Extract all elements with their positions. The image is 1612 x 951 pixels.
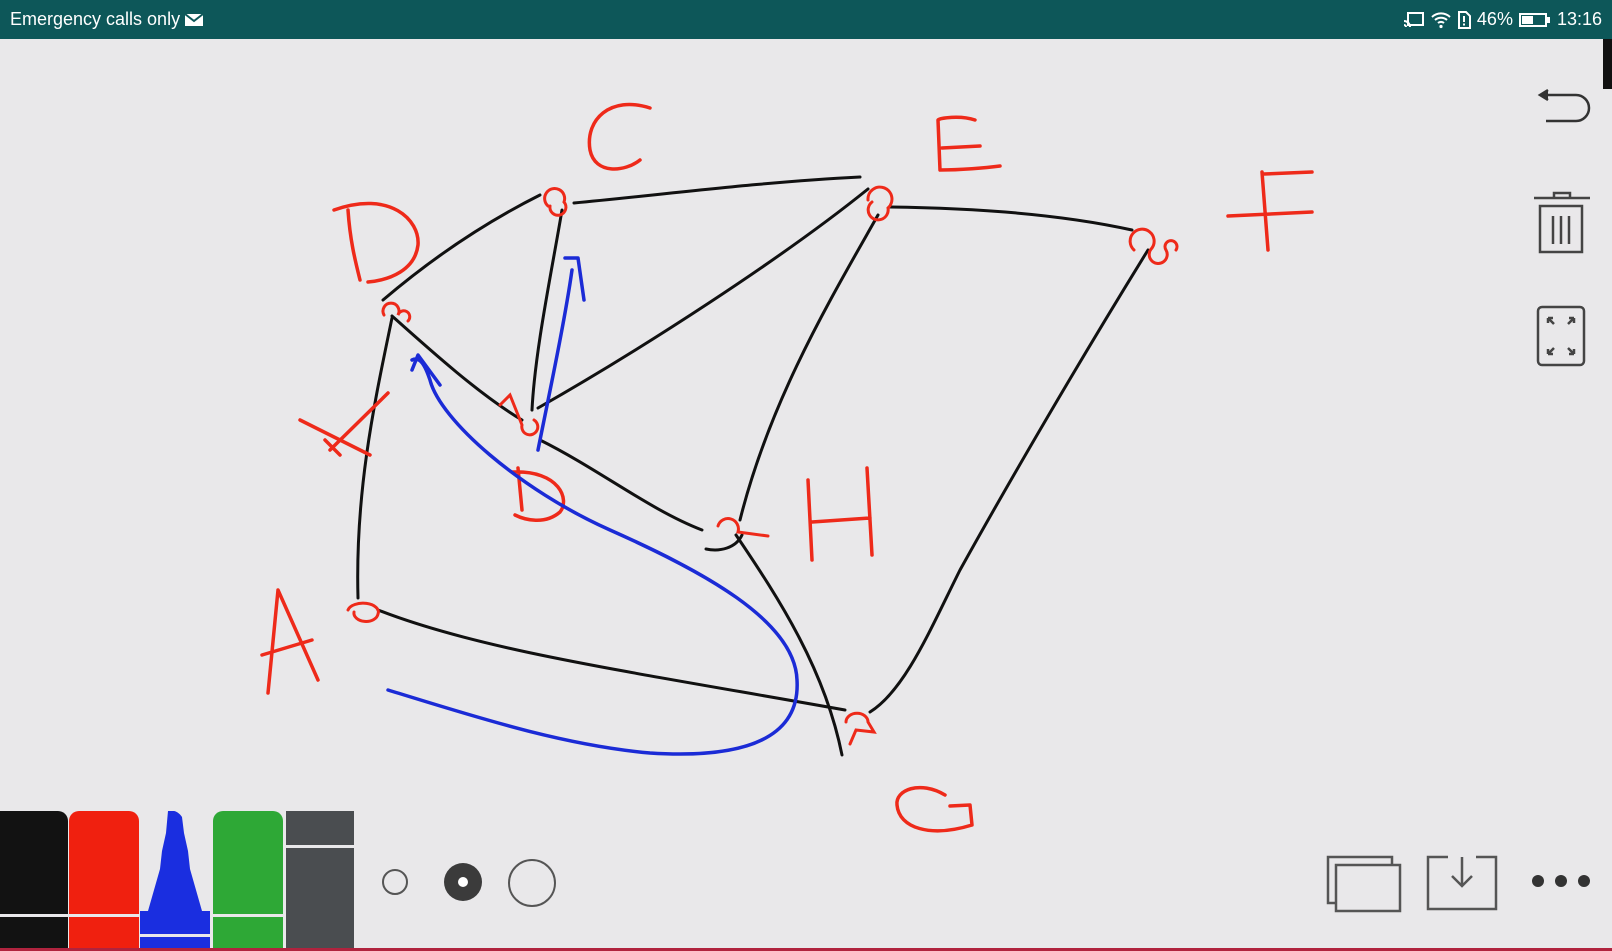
blue-pen[interactable] [140,811,212,951]
edge-c-x [530,208,564,412]
edge-h-stub [704,533,744,552]
sim-icon [1457,10,1471,29]
black-pen[interactable] [0,811,70,951]
node-x-marker [498,392,540,437]
drawing-canvas[interactable] [0,39,1612,951]
green-pen[interactable] [213,811,285,951]
red-pen[interactable] [69,811,141,951]
bottom-border [0,948,1612,951]
edge-h-g [734,533,844,757]
trash-icon [1534,191,1590,254]
stroke-size-medium[interactable] [442,861,484,903]
edge-e-f [888,205,1134,232]
node-f-marker [1128,227,1179,266]
edge-c-e [572,175,862,205]
label-f [1226,170,1314,252]
node-markers [346,185,1179,746]
battery-percent: 46% [1476,9,1513,29]
edge-e-h [738,213,880,522]
pages-button[interactable] [1326,855,1402,913]
eraser[interactable] [286,811,356,951]
edge-f-g [868,248,1150,714]
edge-x-e [536,187,870,410]
path-arrow-up [536,256,586,452]
status-left: Emergency calls only [10,9,204,30]
label-d [332,201,420,284]
path-loop [386,353,799,756]
node-labels [260,102,1314,833]
label-x [298,391,390,457]
edge-x-h [538,438,704,532]
stroke-size-small[interactable] [380,867,410,897]
download-icon [1426,855,1498,911]
fullscreen-icon [1536,305,1586,367]
edge-d-a [356,316,394,600]
pen-tray [0,811,360,951]
node-a-marker [346,601,380,623]
node-d-marker [381,301,412,323]
scroll-indicator[interactable] [1603,39,1612,89]
label-c [587,102,652,171]
undo-icon [1537,88,1591,123]
carrier-text: Emergency calls only [10,9,181,29]
node-c-marker [543,187,568,217]
more-button[interactable] [1530,871,1594,891]
battery-icon [1518,12,1550,27]
label-x-node [510,466,566,522]
fullscreen-button[interactable] [1536,305,1588,369]
node-h-marker [716,517,770,538]
status-bar: Emergency calls only 46% 13:16 [0,0,1612,39]
save-button[interactable] [1426,855,1498,911]
cast-icon [1403,11,1424,27]
path-annotations [386,256,799,756]
label-g [895,785,974,833]
edge-a-g [376,608,847,712]
pages-icon [1326,855,1402,913]
node-e-marker [866,185,894,222]
label-h [806,466,874,562]
edge-d-c [381,193,542,302]
clear-button[interactable] [1532,190,1592,256]
clock: 13:16 [1556,9,1602,29]
wifi-icon [1431,11,1451,28]
stroke-size-large[interactable] [506,857,558,909]
edge-d-x [390,314,524,422]
label-a [260,588,320,695]
status-right: 46% 13:16 [1403,9,1602,30]
undo-button[interactable] [1532,85,1596,135]
graph-edges [356,175,1150,757]
label-e [936,115,1002,172]
mail-icon [184,12,204,26]
node-g-marker [844,711,877,746]
more-icon [1532,875,1590,887]
